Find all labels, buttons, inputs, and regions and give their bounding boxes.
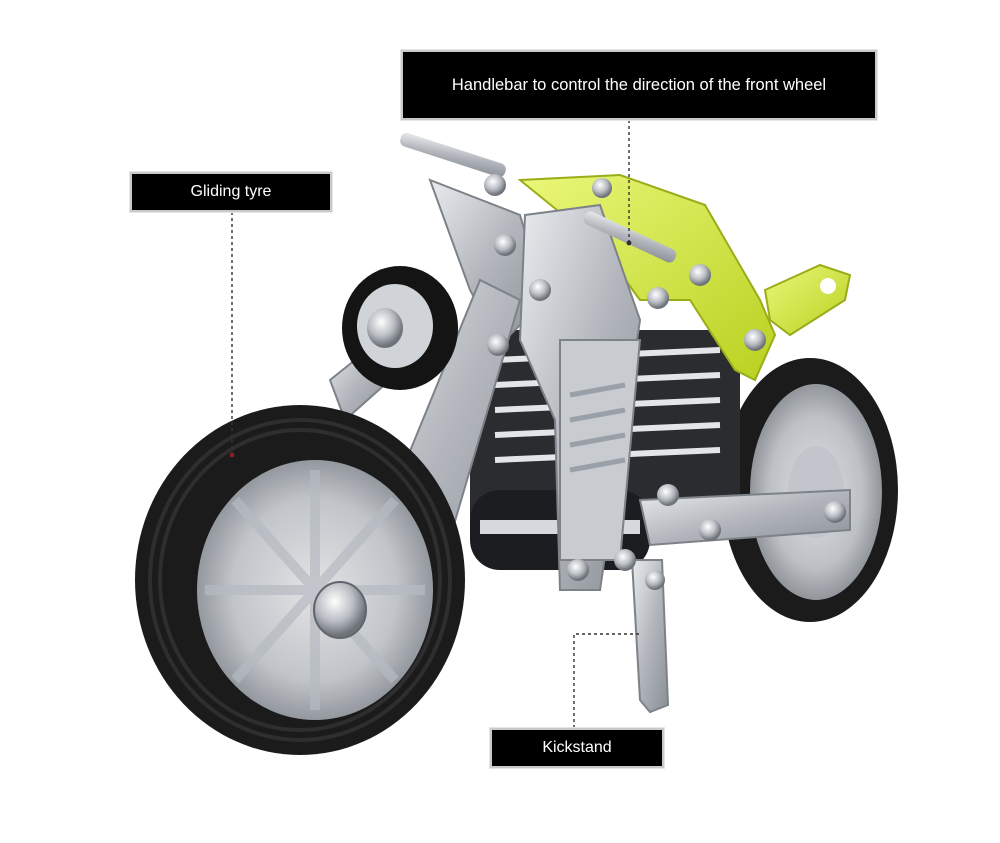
handlebar-callout-label: Handlebar to control the direction of th… xyxy=(401,50,877,120)
bolts xyxy=(484,174,846,590)
handlebars xyxy=(400,132,677,263)
tyre-callout-label: Gliding tyre xyxy=(130,172,332,212)
kickstand-callout-label: Kickstand xyxy=(490,728,664,768)
silver-frame xyxy=(428,178,851,714)
kickstand-leader-line xyxy=(573,633,640,728)
front-wheel xyxy=(135,405,465,755)
headlight-wheel xyxy=(342,266,458,390)
